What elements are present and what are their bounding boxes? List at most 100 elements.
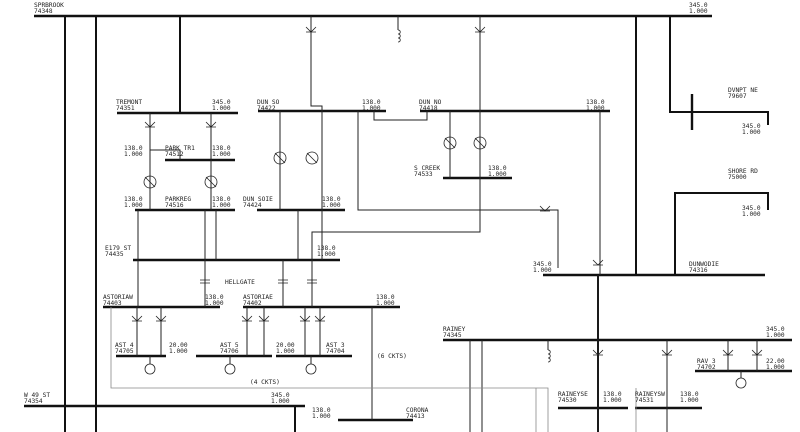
label-parkreg-pu: 1.000: [124, 202, 143, 209]
label-tremont-num: 74351: [116, 105, 135, 112]
label-ast3-name: AST 3: [326, 342, 345, 349]
label-dunso-num: 74422: [257, 105, 276, 112]
label-e179-pu: 1.000: [317, 251, 336, 258]
label-ast5-v: 20.00: [276, 342, 295, 349]
label-parkreg-num: 74516: [165, 202, 184, 209]
label-screek-num: 74533: [414, 171, 433, 178]
label-rainey-v: 345.0: [766, 326, 785, 333]
label-dunno-num: 74418: [419, 105, 438, 112]
label-corona-pu: 1.000: [312, 413, 331, 420]
label-parkreg-v: 138.0: [124, 196, 143, 203]
label-ast3-num: 74704: [326, 348, 345, 355]
label-ast5-name: AST 5: [220, 342, 239, 349]
label-w49-num: 74354: [24, 398, 43, 405]
label-astoriae-name: ASTORIAE: [243, 294, 273, 301]
label-parktr-name: PARK TR1: [165, 145, 195, 152]
label-hellgate: HELLGATE: [225, 279, 255, 286]
label-ast4-num: 74705: [115, 348, 134, 355]
label-dunwodie-num: 74316: [689, 267, 708, 274]
label-parktr-v: 138.0: [124, 145, 143, 152]
label-dunsoie-pu: 1.000: [322, 202, 341, 209]
label-ast4-name: AST 4: [115, 342, 134, 349]
label-sprbrook-name: SPRBROOK: [34, 2, 64, 9]
label-screek-pu: 1.000: [488, 171, 507, 178]
label-dunwodie-name: DUNWODIE: [689, 261, 719, 268]
label-dunwodie-pu: 1.000: [533, 267, 552, 274]
label-tremont-name: TREMONT: [116, 99, 142, 106]
label-rainey-pu: 1.000: [766, 332, 785, 339]
label-parktr-pu: 1.000: [124, 151, 143, 158]
connector-astoriaw-raineyse: [110, 307, 549, 432]
label-dunsoie-num: 74424: [243, 202, 262, 209]
label-ast5-num: 74706: [220, 348, 239, 355]
label-astoriae-pu: 1.000: [376, 300, 395, 307]
label-dunwodie-v: 345.0: [533, 261, 552, 268]
label-parktr-num: 74512: [165, 151, 184, 158]
label-corona-name: CORONA: [406, 407, 429, 414]
label-rainey-num: 74345: [443, 332, 462, 339]
label-dunso-pu: 1.000: [362, 105, 381, 112]
label-rainey-name: RAINEY: [443, 326, 466, 333]
label-parkreg-v2: 138.0: [212, 196, 231, 203]
label-rav3-pu: 1.000: [766, 364, 785, 371]
label-raineysw-name: RAINEYSW: [635, 391, 665, 398]
label-w49-pu: 1.000: [271, 398, 290, 405]
label-parkreg-name: PARKREG: [165, 196, 191, 203]
label-corona-num: 74413: [406, 413, 425, 420]
label-shore-v: 345.0: [742, 205, 761, 212]
label-dvnpt-v: 345.0: [742, 123, 761, 130]
label-dvnpt-num: 79607: [728, 93, 747, 100]
label-sprbrook-pu: 1.000: [689, 8, 708, 15]
label-screek-v: 138.0: [488, 165, 507, 172]
label-6-ckts: (6 CKTS): [377, 353, 407, 360]
label-rav3-v: 22.00: [766, 358, 785, 365]
label-dunsoie-name: DUN SOIE: [243, 196, 273, 203]
label-dunso-name: DUN SO: [257, 99, 280, 106]
label-corona-v: 138.0: [312, 407, 331, 414]
label-parktr-v2: 138.0: [212, 145, 231, 152]
label-w49-name: W 49 ST: [24, 392, 50, 399]
label-astoriae-v: 138.0: [376, 294, 395, 301]
label-ast4-v: 20.00: [169, 342, 188, 349]
label-screek-name: S CREEK: [414, 165, 440, 172]
label-tremont-pu: 1.000: [212, 105, 231, 112]
label-sprbrook-v: 345.0: [689, 2, 708, 9]
label-astoriae-num: 74402: [243, 300, 262, 307]
label-dvnpt-name: DVNPT NE: [728, 87, 758, 94]
label-4-ckts: (4 CKTS): [250, 379, 280, 386]
label-astoriaw-name: ASTORIAW: [103, 294, 133, 301]
label-dunsoie-v: 138.0: [322, 196, 341, 203]
label-dunno-v: 138.0: [586, 99, 605, 106]
label-dunno-pu: 1.000: [586, 105, 605, 112]
phase-shifter-icons: [143, 136, 487, 189]
label-tremont-v: 345.0: [212, 99, 231, 106]
lines-345kv: [64, 16, 769, 432]
label-dunso-v: 138.0: [362, 99, 381, 106]
label-raineyse-pu: 1.000: [603, 397, 622, 404]
label-raineyse-num: 74530: [558, 397, 577, 404]
label-astoriaw-pu: 1.000: [205, 300, 224, 307]
switch-symbols: [131, 26, 763, 356]
generator-icons: [144, 363, 747, 389]
label-shore-name: SHORE RD: [728, 168, 758, 175]
label-raineyse-name: RAINEYSE: [558, 391, 588, 398]
label-e179-num: 74435: [105, 251, 124, 258]
label-shore-pu: 1.000: [742, 211, 761, 218]
label-parkreg-pu2: 1.000: [212, 202, 231, 209]
label-ast5-pu: 1.000: [276, 348, 295, 355]
label-parktr-pu2: 1.000: [212, 151, 231, 158]
label-shore-num: 75000: [728, 174, 747, 181]
reactor-icons: [397, 29, 551, 363]
label-astoriaw-v: 138.0: [205, 294, 224, 301]
label-raineyse-v: 138.0: [603, 391, 622, 398]
label-w49-v: 345.0: [271, 392, 290, 399]
lines-138kv: [136, 16, 758, 432]
label-ast4-pu: 1.000: [169, 348, 188, 355]
label-raineysw-pu: 1.000: [680, 397, 699, 404]
label-sprbrook-num: 74348: [34, 8, 53, 15]
label-astoriaw-num: 74403: [103, 300, 122, 307]
label-dunno-name: DUN NO: [419, 99, 442, 106]
label-e179-name: E179 ST: [105, 245, 131, 252]
